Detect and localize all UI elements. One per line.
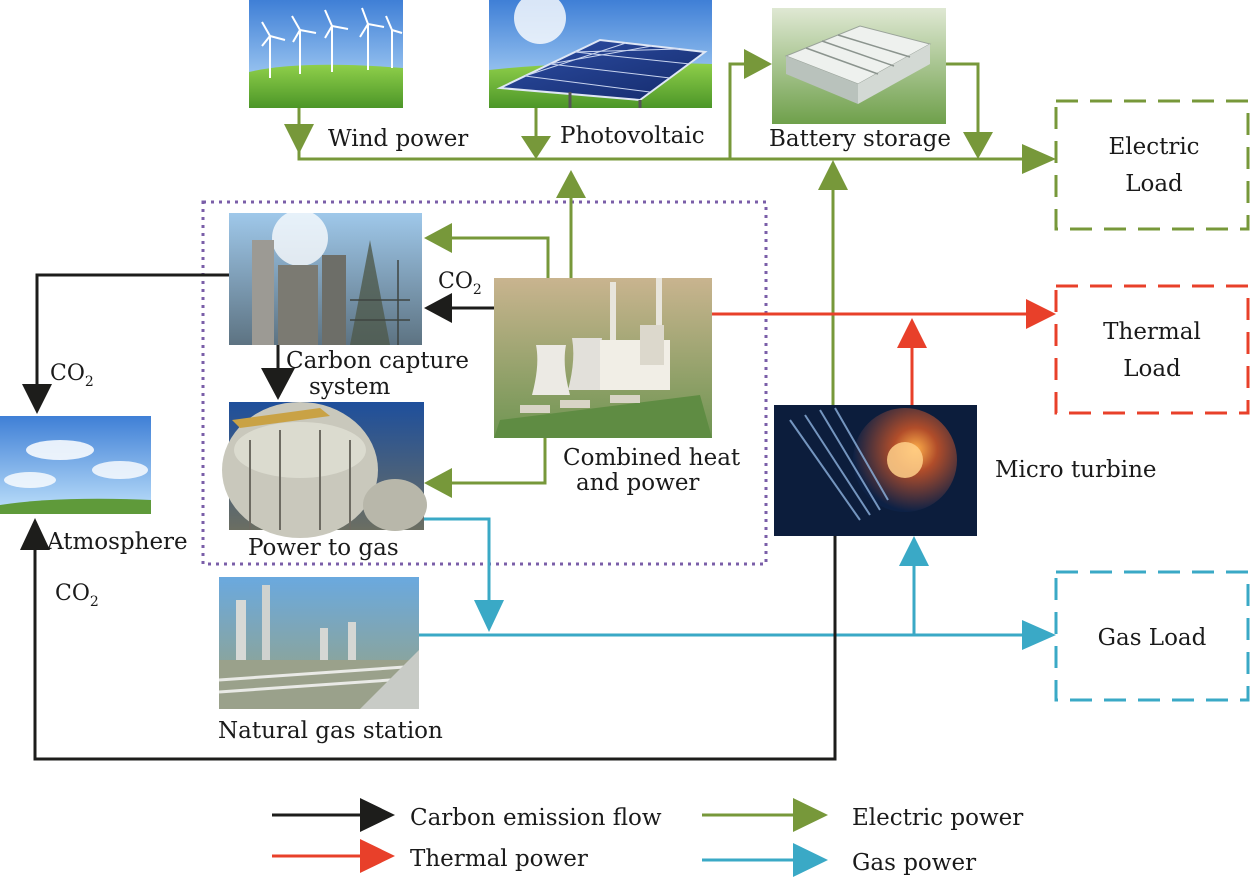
battery-storage-label: Battery storage xyxy=(769,126,951,152)
atmosphere-label: Atmosphere xyxy=(46,529,188,555)
power-to-gas-label: Power to gas xyxy=(248,535,399,561)
chp-subsystem-boundary xyxy=(201,200,768,566)
thermal-load-label-line2: Load xyxy=(1123,356,1181,382)
carbon-capture-label-line1: Carbon capture xyxy=(286,348,469,374)
legend-electric-label: Electric power xyxy=(852,805,1023,831)
legend-thermal-arrowhead xyxy=(360,839,395,873)
electric-load-label-line2: Load xyxy=(1125,171,1183,197)
thermal-power-flows xyxy=(712,312,1034,405)
thermal-load-box xyxy=(1054,284,1250,415)
gas-arrowheads xyxy=(474,536,1056,650)
legend-carbon-arrowhead xyxy=(360,798,395,832)
battery-storage-photo xyxy=(772,8,946,124)
co2-label-turbine: CO2 xyxy=(55,581,99,610)
chp-label-line1: Combined heat xyxy=(563,445,741,471)
carbon-capture-label-line2: system xyxy=(309,374,390,400)
gas-load-box xyxy=(1054,570,1250,702)
gas-power-flows xyxy=(419,517,1030,637)
electric-arrowheads xyxy=(284,49,1056,498)
natural-gas-station-photo xyxy=(218,577,420,709)
co2-label-chp: CO2 xyxy=(438,269,482,298)
photovoltaic-label: Photovoltaic xyxy=(560,123,705,149)
power-plant-photo xyxy=(494,278,712,438)
carbon-capture-plant-photo xyxy=(229,210,422,345)
legend-electric-arrowhead xyxy=(793,798,828,832)
electric-load-box xyxy=(1054,99,1250,231)
legend-gas-label: Gas power xyxy=(852,850,976,876)
micro-turbine-label: Micro turbine xyxy=(995,457,1157,483)
gas-storage-tank-photo xyxy=(222,402,427,538)
carbon-emission-flows xyxy=(33,273,837,761)
legend-gas-arrowhead xyxy=(793,843,828,877)
electric-load-label-line1: Electric xyxy=(1108,134,1199,160)
thermal-arrowheads xyxy=(897,299,1056,348)
co2-label-atmosphere-in: CO2 xyxy=(50,361,94,390)
solar-panel-photo xyxy=(489,0,712,108)
legend-thermal-label: Thermal power xyxy=(410,846,588,872)
blue-sky-photo xyxy=(0,416,151,514)
wind-turbine-photo xyxy=(249,0,403,108)
legend-carbon-label: Carbon emission flow xyxy=(410,805,662,831)
carbon-arrowheads xyxy=(20,293,452,550)
chp-label-line2: and power xyxy=(576,470,699,496)
gas-load-label: Gas Load xyxy=(1098,625,1207,651)
legend: Carbon emission flow Electric power Ther… xyxy=(272,798,1023,877)
wind-power-label: Wind power xyxy=(328,126,468,152)
thermal-load-label-line1: Thermal xyxy=(1103,319,1201,345)
micro-turbine-photo xyxy=(774,405,977,536)
natural-gas-station-label: Natural gas station xyxy=(218,718,443,744)
